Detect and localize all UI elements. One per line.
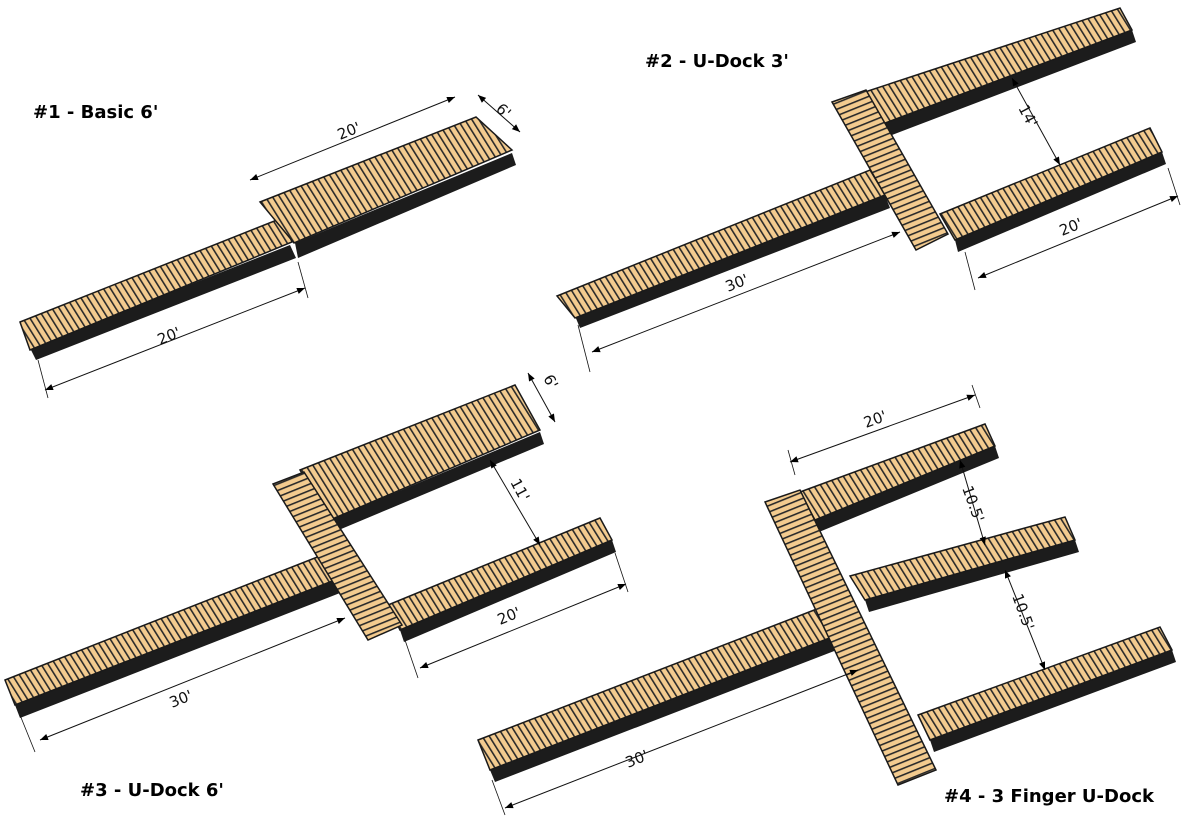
dimension-label: 30' [623, 746, 651, 771]
dock-3-title: #3 - U-Dock 6' [80, 780, 224, 801]
float-shadow [295, 153, 516, 258]
dimension-label: 11' [506, 475, 533, 504]
walkway-section [555, 169, 887, 319]
dimension-label: 6' [539, 371, 561, 392]
cross-section [271, 471, 404, 641]
dimension-line [44, 287, 306, 391]
dock-1-title: #1 - Basic 6' [33, 102, 158, 123]
finger-lower [938, 127, 1164, 241]
dimension-label: 20' [155, 323, 183, 348]
walkway-section [19, 217, 293, 351]
dock-2-u-dock-3ft [555, 7, 1181, 373]
walkway-section [4, 553, 336, 706]
dock-1-basic [19, 94, 521, 399]
finger-middle [848, 516, 1077, 601]
walkway-section [477, 601, 852, 771]
cross-section [830, 89, 950, 251]
dimension-line [249, 96, 456, 181]
dimension-label: 14' [1014, 101, 1041, 130]
dimension-label: 10.5' [1008, 591, 1038, 632]
dock-3-u-dock-6ft [4, 372, 629, 753]
dimension-label: 6' [492, 100, 514, 123]
dimension-label: 20' [495, 603, 523, 628]
finger-upper [863, 7, 1134, 126]
finger-bottom [916, 626, 1174, 741]
dock-4-title: #4 - 3 Finger U-Dock [944, 786, 1155, 807]
dimension-line [477, 94, 521, 133]
dimension-label: 30' [167, 686, 195, 711]
dimension-label: 20' [335, 118, 363, 143]
dimension-label: 10.5' [958, 483, 988, 524]
dock-4-3-finger-u-dock [477, 384, 1176, 816]
dock-2-title: #2 - U-Dock 3' [645, 51, 789, 72]
